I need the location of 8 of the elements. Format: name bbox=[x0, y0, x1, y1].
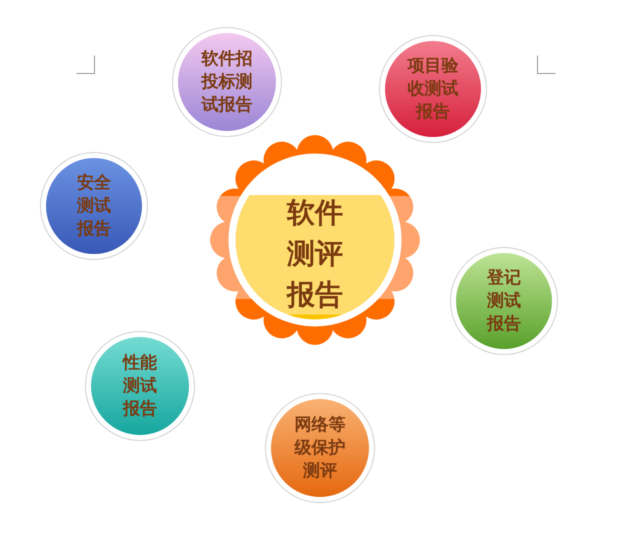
center-title: 软件测评报告 bbox=[286, 194, 344, 312]
circle-label: 软件招投标测试报告 bbox=[200, 48, 254, 116]
circle-label: 网络等级保护测评 bbox=[294, 414, 346, 482]
circle-label: 性能测试报告 bbox=[122, 352, 158, 420]
flower-badge bbox=[207, 132, 423, 348]
circle-label: 项目验收测试报告 bbox=[406, 54, 460, 124]
circle-label: 安全测试报告 bbox=[76, 172, 112, 240]
circle-label: 登记测试报告 bbox=[486, 266, 522, 336]
